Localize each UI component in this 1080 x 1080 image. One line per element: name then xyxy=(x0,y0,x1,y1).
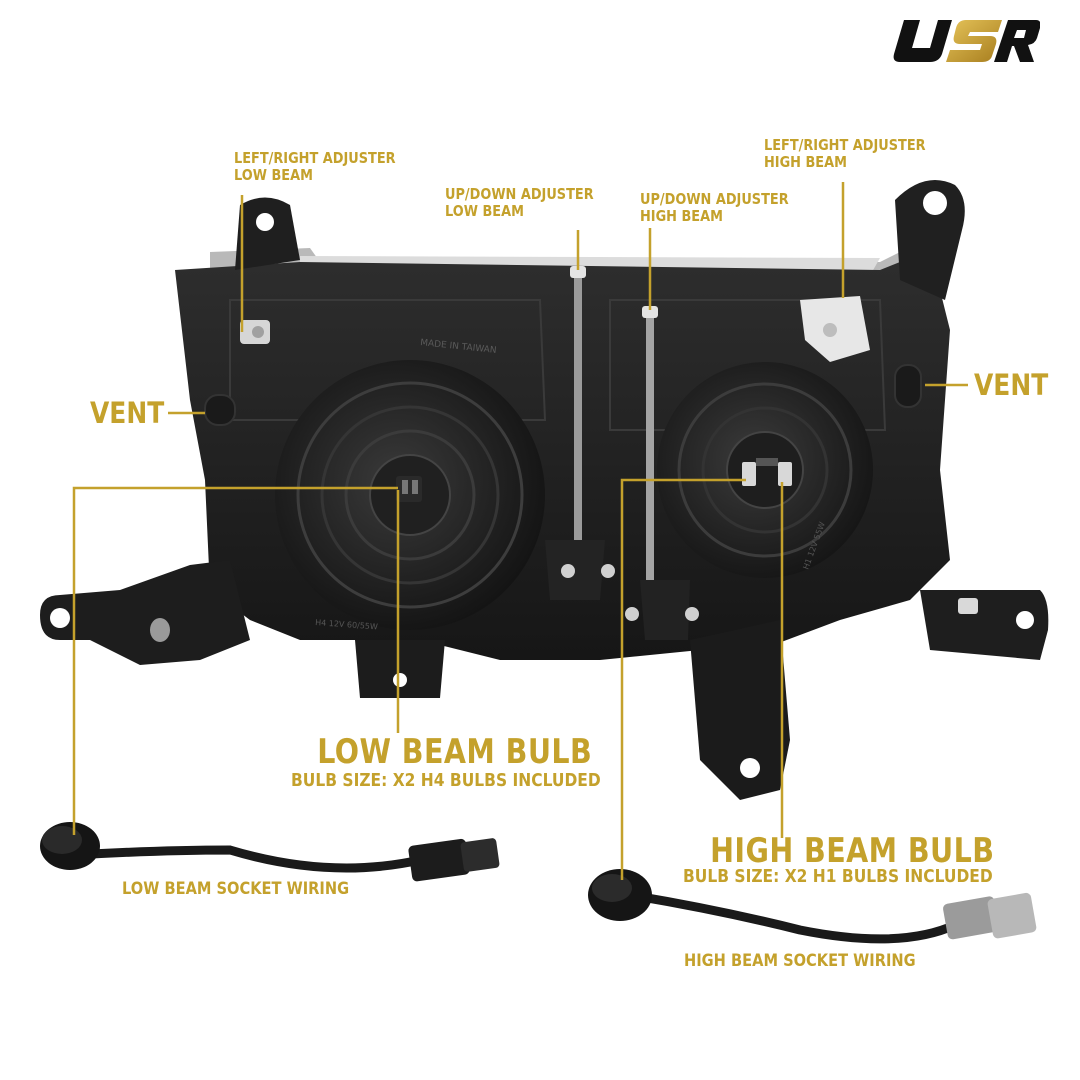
low-beam-socket-wiring-label: LOW BEAM SOCKET WIRING xyxy=(122,879,350,899)
lr-adjuster-low-line2: LOW BEAM xyxy=(234,165,313,184)
low-beam-bulb-callout: LOW BEAM BULB xyxy=(291,733,618,771)
high-beam-socket-wiring xyxy=(588,869,1037,944)
lr-adjuster-high-line2: HIGH BEAM xyxy=(764,152,847,171)
low-beam-socket-wiring xyxy=(40,822,500,882)
callout-lines xyxy=(72,182,968,880)
low-bulb-spec-marking: H4 12V 60/55W xyxy=(315,618,378,631)
ud-adjuster-low-label: UP/DOWN ADJUSTER LOW BEAM xyxy=(445,186,594,220)
high-beam-bulb-callout: HIGH BEAM BULB xyxy=(683,832,1022,870)
lr-adjuster-high-label: LEFT/RIGHT ADJUSTER HIGH BEAM xyxy=(764,137,926,171)
low-beam-bulb-subtitle: BULB SIZE: x2 H4 BULBS INCLUDED xyxy=(291,770,601,791)
high-beam-socket: H1 12V 55W xyxy=(657,362,873,578)
ud-adjuster-high-line2: HIGH BEAM xyxy=(640,206,723,225)
high-beam-bulb-subtitle: BULB SIZE: x2 H1 BULBS INCLUDED xyxy=(683,866,993,887)
adjuster-rods xyxy=(204,266,922,640)
lr-adjuster-high-line1: LEFT/RIGHT ADJUSTER xyxy=(764,136,926,154)
low-beam-bulb-title: LOW BEAM BULB xyxy=(317,732,593,772)
lr-adjuster-low-line1: LEFT/RIGHT ADJUSTER xyxy=(234,149,396,167)
ud-adjuster-high-line1: UP/DOWN ADJUSTER xyxy=(640,190,789,208)
low-beam-socket: MADE IN TAIWAN H4 12V 60/55W xyxy=(275,338,545,631)
lr-adjuster-low-label: LEFT/RIGHT ADJUSTER LOW BEAM xyxy=(234,150,396,184)
vent-left-label: VENT xyxy=(90,396,165,430)
ud-adjuster-low-line1: UP/DOWN ADJUSTER xyxy=(445,185,594,203)
ud-adjuster-low-line2: LOW BEAM xyxy=(445,201,524,220)
vent-right-label: VENT xyxy=(974,368,1049,402)
brand-logo xyxy=(893,20,1040,62)
ud-adjuster-high-label: UP/DOWN ADJUSTER HIGH BEAM xyxy=(640,191,789,225)
high-beam-bulb-title: HIGH BEAM BULB xyxy=(710,831,995,871)
high-beam-socket-wiring-label: HIGH BEAM SOCKET WIRING xyxy=(684,951,916,971)
